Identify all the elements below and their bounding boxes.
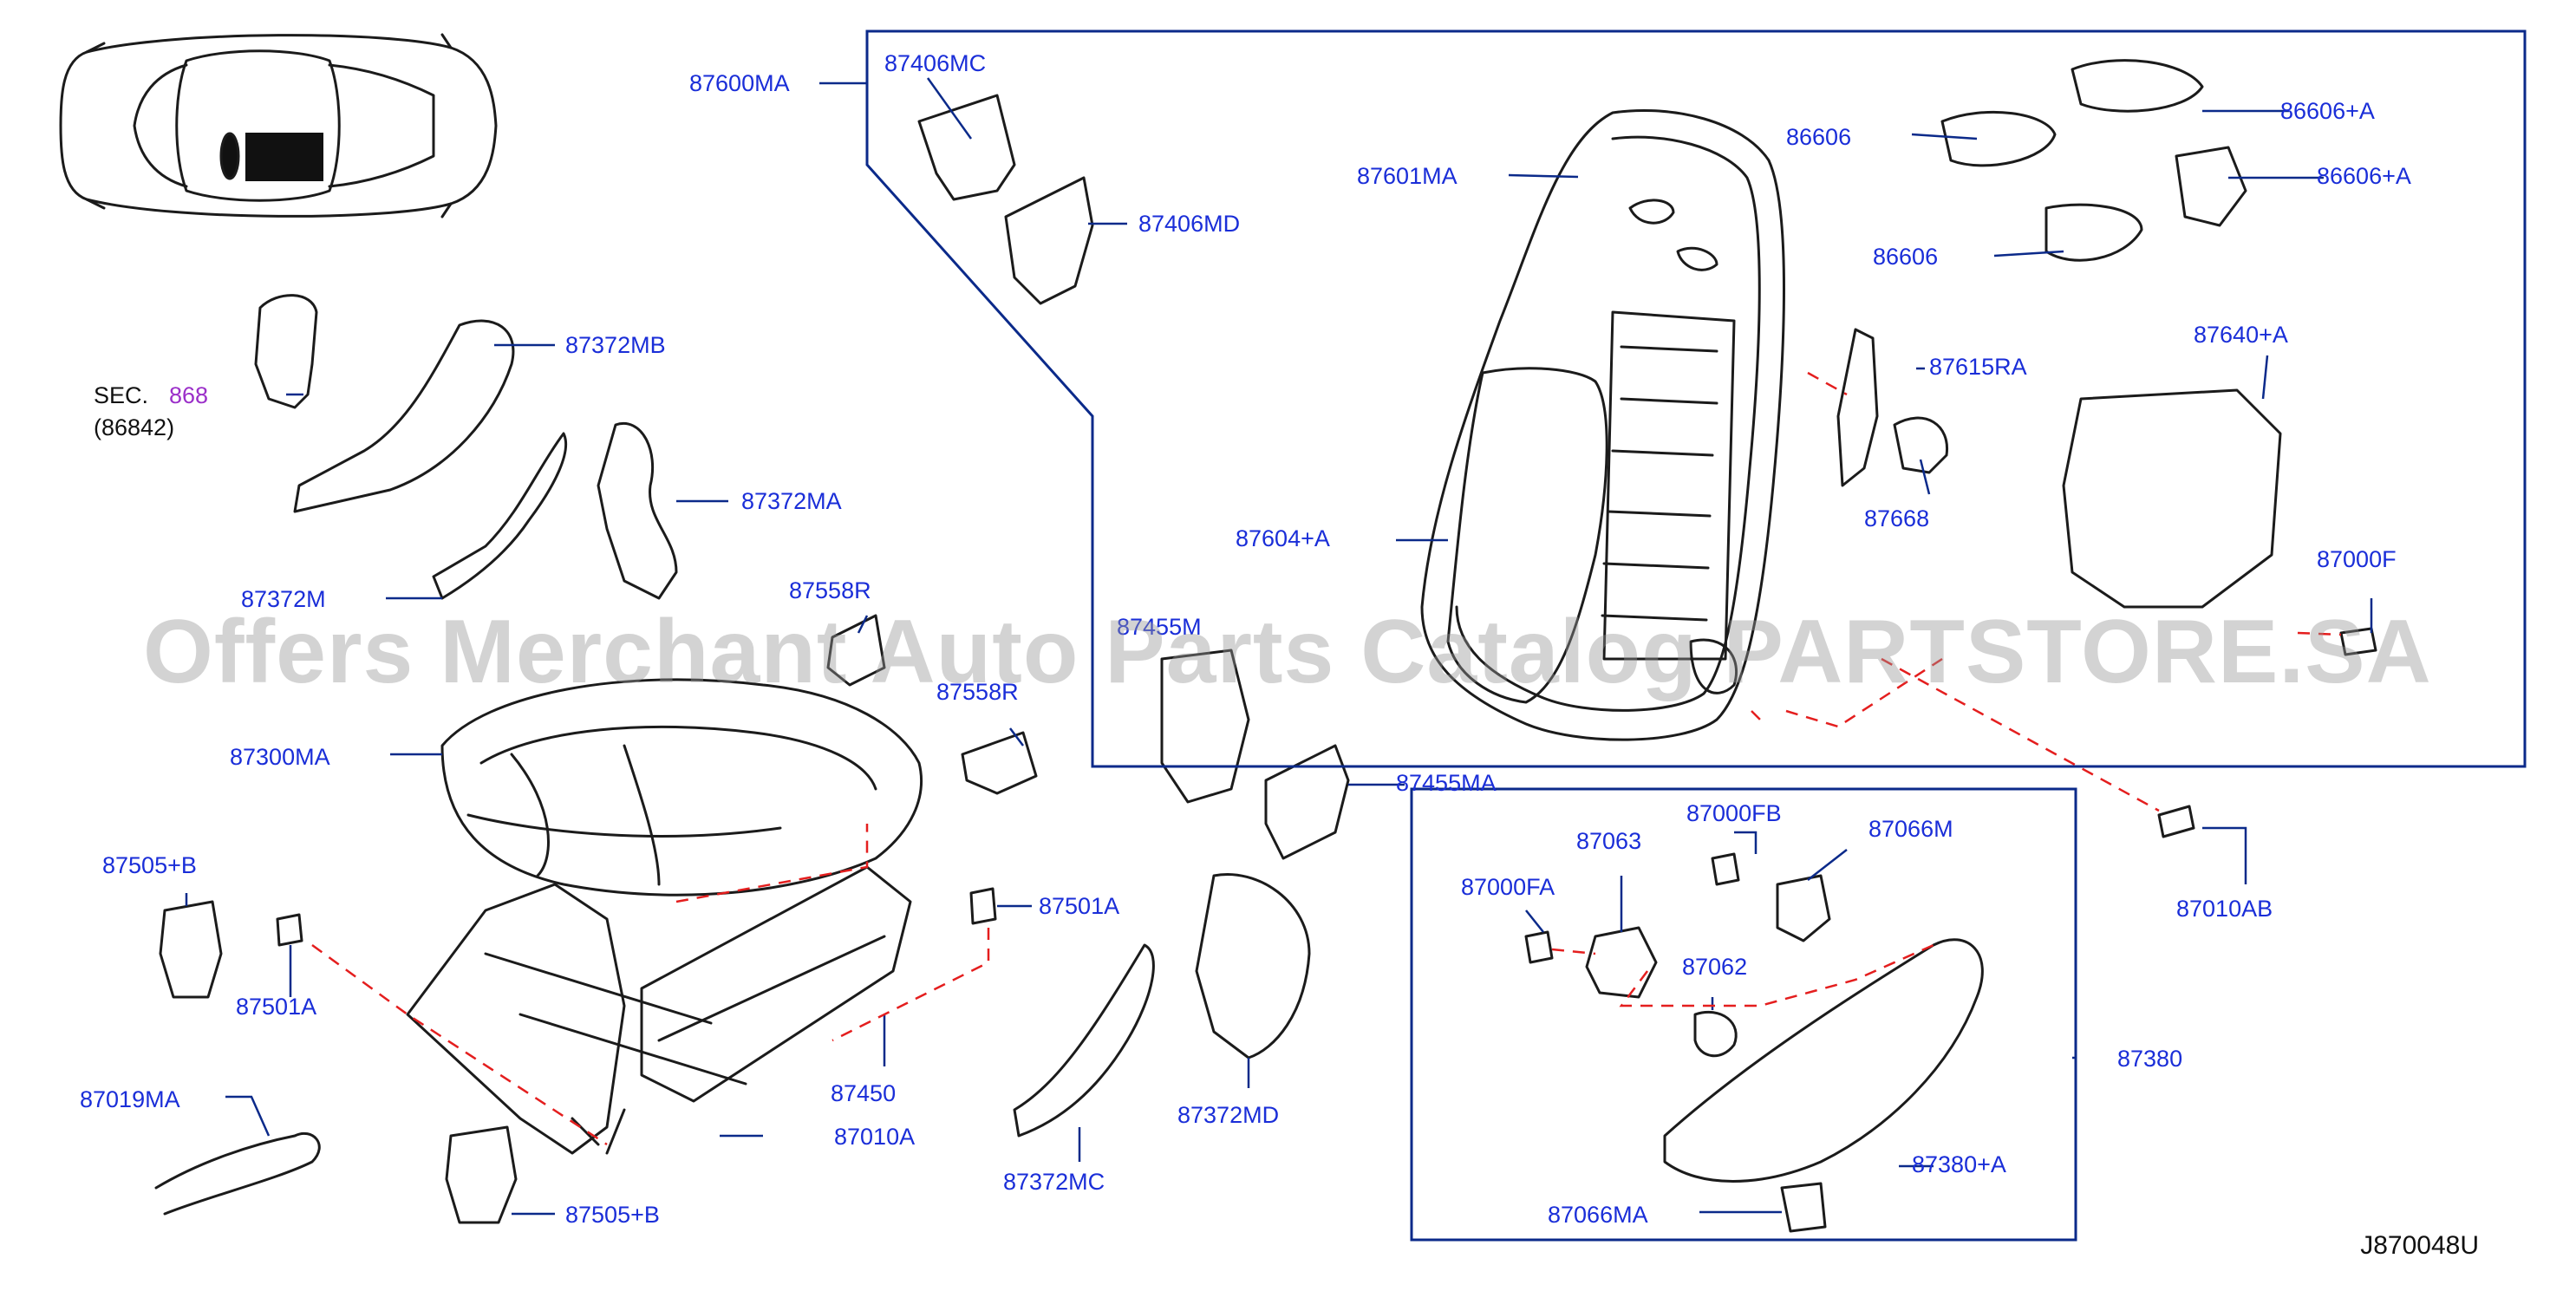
bolt-87501A-1 xyxy=(276,913,303,947)
label-87063: 87063 xyxy=(1576,828,1642,854)
cover-87372MD xyxy=(1195,873,1311,1060)
sec-number-link[interactable]: 868 xyxy=(169,382,209,408)
seatback-group-frame xyxy=(865,29,2527,768)
seat-rail-assembly xyxy=(406,865,912,1155)
label-87558R-2: 87558R xyxy=(936,679,1019,705)
label-87600MA: 87600MA xyxy=(689,70,790,96)
label-87000F: 87000F xyxy=(2317,546,2397,572)
bezel-86606A-2 xyxy=(2175,146,2247,227)
label-87000FB: 87000FB xyxy=(1686,800,1782,826)
label-87505B-1: 87505+B xyxy=(102,852,197,878)
label-87010A: 87010A xyxy=(834,1124,916,1150)
switch-87063 xyxy=(1585,926,1658,999)
watermark-text: Offers Merchant Auto Parts Catalog PARTS… xyxy=(143,602,2432,702)
label-87372MA: 87372MA xyxy=(741,488,842,514)
label-87668: 87668 xyxy=(1864,505,1930,531)
label-87380: 87380 xyxy=(2117,1046,2183,1072)
cover-87505B-upper xyxy=(159,900,223,999)
cover-87455M xyxy=(1160,649,1250,804)
clip-87000F xyxy=(2339,627,2377,656)
label-87505B-2: 87505+B xyxy=(565,1202,660,1228)
cover-87372MB xyxy=(293,319,515,513)
label-87300MA: 87300MA xyxy=(230,744,330,770)
label-87372M: 87372M xyxy=(241,586,326,612)
label-87450: 87450 xyxy=(831,1080,897,1106)
finisher-87380A xyxy=(1663,938,1984,1183)
bolt-87010AB xyxy=(2157,805,2195,838)
cover-87615RA xyxy=(1836,328,1879,487)
cover-87372M xyxy=(432,432,568,600)
knob-87062 xyxy=(1693,1010,1738,1058)
harness-87019MA xyxy=(154,1131,321,1216)
cover-87455MA xyxy=(1264,744,1350,860)
buckle-part xyxy=(254,294,318,409)
cover-87505B-lower xyxy=(445,1125,518,1224)
label-87372MB: 87372MB xyxy=(565,332,666,358)
vent-86606-a xyxy=(1940,110,2057,167)
label-86606-a: 86606 xyxy=(1786,124,1852,150)
label-86606A-1: 86606+A xyxy=(2280,98,2375,124)
label-86606A-2: 86606+A xyxy=(2317,163,2411,189)
label-87380A: 87380+A xyxy=(1912,1151,2006,1177)
seat-cushion-assembly xyxy=(440,678,923,897)
bolt-87501A-2 xyxy=(969,887,997,925)
bolt-87000FB xyxy=(1711,852,1740,886)
label-87455MA: 87455MA xyxy=(1396,770,1497,796)
switch-87066MA xyxy=(1780,1182,1827,1233)
lumbar-group-frame xyxy=(1410,787,2077,1242)
knob-87668 xyxy=(1893,416,1949,474)
label-87372MC: 87372MC xyxy=(1003,1169,1105,1195)
label-87601MA: 87601MA xyxy=(1357,163,1458,189)
label-87066MA: 87066MA xyxy=(1548,1202,1648,1228)
label-87372MD: 87372MD xyxy=(1177,1102,1280,1128)
label-87000FA: 87000FA xyxy=(1461,874,1555,900)
cover-87406MC xyxy=(917,94,1016,201)
switch-87066M xyxy=(1776,874,1831,942)
label-87501A-2: 87501A xyxy=(1039,893,1120,919)
label-87640A: 87640+A xyxy=(2194,322,2288,348)
label-87558R-1: 87558R xyxy=(789,577,871,603)
diagram-code: J870048U xyxy=(2360,1231,2479,1260)
label-86606-b: 86606 xyxy=(1873,244,1939,270)
label-87062: 87062 xyxy=(1682,954,1748,980)
cover-87558R xyxy=(826,614,886,687)
sec-prefix: SEC. xyxy=(94,382,149,408)
cover-87406MD xyxy=(1004,176,1094,305)
vent-86606-b xyxy=(2044,203,2143,262)
seat-back-assembly xyxy=(1420,109,1785,741)
label-87501A-1: 87501A xyxy=(236,994,317,1020)
label-87010AB: 87010AB xyxy=(2176,896,2273,922)
cover-87372MA xyxy=(597,421,678,600)
label-87615RA: 87615RA xyxy=(1929,354,2027,380)
cover-87640A xyxy=(2062,388,2282,609)
bolt-87000FA xyxy=(1524,930,1554,964)
car-locator-icon xyxy=(59,33,498,218)
label-87604A: 87604+A xyxy=(1236,525,1330,551)
sec-subref: (86842) xyxy=(94,414,175,440)
label-87406MC: 87406MC xyxy=(884,50,987,76)
label-87019MA: 87019MA xyxy=(80,1086,180,1112)
cover-87558R-lower xyxy=(961,731,1038,795)
cover-87372MC xyxy=(1013,943,1155,1138)
bezel-86606A-1 xyxy=(2071,59,2204,113)
label-87406MD: 87406MD xyxy=(1138,211,1241,237)
label-87066M: 87066M xyxy=(1868,816,1953,842)
label-87455M: 87455M xyxy=(1117,614,1202,640)
